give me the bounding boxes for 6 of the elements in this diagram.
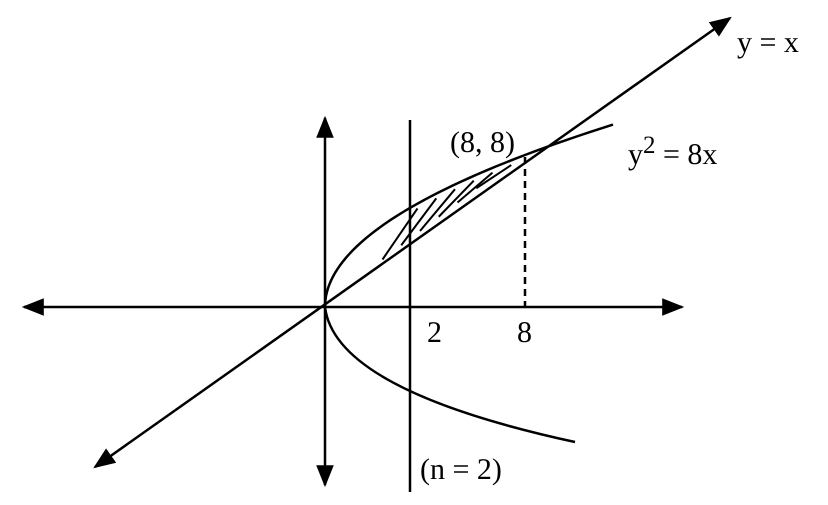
line-label: y = x — [737, 28, 799, 58]
equation-label: y$^{2}$ = 8x — [628, 133, 718, 170]
tick-label: 2 — [427, 318, 442, 348]
point-label: (8, 8) — [450, 128, 515, 158]
line-label: (n = 2) — [420, 455, 502, 485]
tick-label: 8 — [517, 318, 532, 348]
